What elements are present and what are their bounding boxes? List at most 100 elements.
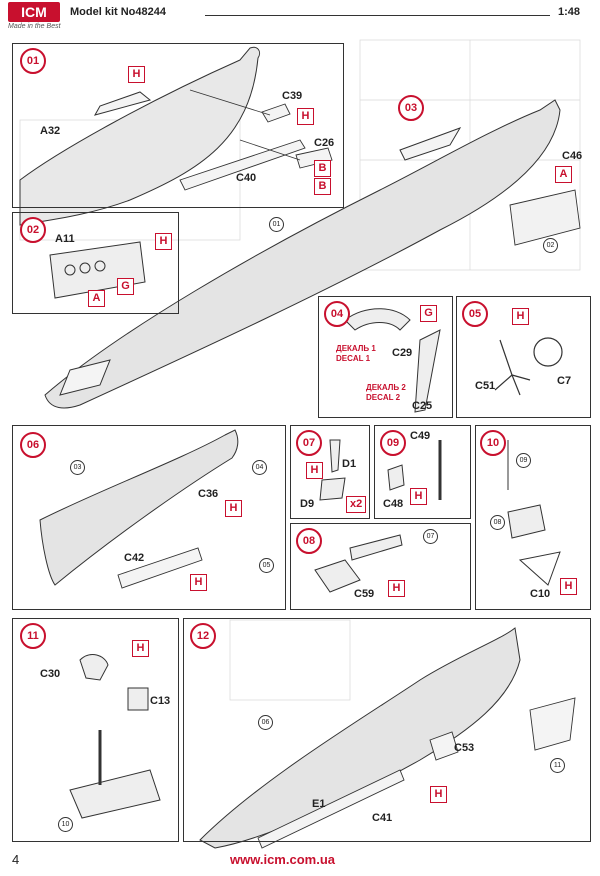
color-callout-h: H [128,66,145,83]
page-number: 4 [12,852,20,867]
panel-step06 [12,425,286,610]
scale-label: 1:48 [558,6,581,18]
color-callout-g: G [420,305,437,322]
sub-assembly-ref-05: 05 [259,558,274,573]
sub-assembly-ref-06: 06 [258,715,273,730]
seat-assembly-step11 [69,654,161,819]
decal-1-label: ДЕКАЛЬ 1 DECAL 1 [336,344,376,364]
seat-d9 [319,439,346,501]
decal-2-label: ДЕКАЛЬ 2 DECAL 2 [366,383,406,403]
panel-step01 [12,43,344,208]
color-callout-h: H [430,786,447,803]
seat-frame-c49 [387,440,442,500]
kit-title: Model kit No48244 [70,6,166,18]
step-number-09: 09 [380,430,406,456]
part-label-a11: A11 [55,233,75,245]
panel-step07 [290,425,370,519]
part-label-c59: C59 [354,588,375,600]
step-number-02: 02 [20,217,46,243]
gunsight-c29 [344,308,441,413]
step-number-10: 10 [480,430,506,456]
color-callout-h: H [388,580,405,597]
color-callout-b: B [314,178,331,195]
panel-step10 [475,425,591,610]
decal-1-ru: ДЕКАЛЬ 1 [336,344,376,353]
rudder-pedals-c42 [117,547,203,589]
decal-2-ru: ДЕКАЛЬ 2 [366,383,406,392]
sub-assembly-ref-08: 08 [490,515,505,530]
color-callout-g: G [117,278,134,295]
color-callout-h: H [512,308,529,325]
step-number-11: 11 [20,623,46,649]
sub-assembly-ref-04: 04 [252,460,267,475]
sub-assembly-ref-03: 03 [70,460,85,475]
part-label-c40: C40 [236,172,257,184]
seat-base-c59 [314,534,403,593]
color-callout-h: H [225,500,242,517]
panel-step12 [183,618,591,842]
fuselage-main [44,99,561,409]
part-label-c42: C42 [124,552,145,564]
color-callout-h: H [410,488,427,505]
color-callout-h: H [155,233,172,250]
step-number-06: 06 [20,432,46,458]
logo-mark: ICM [8,2,60,22]
cockpit-floor-c40 [179,103,333,191]
color-callout-h: H [560,578,577,595]
part-label-c49: C49 [410,430,431,442]
part-label-a32: A32 [40,125,61,137]
part-label-c25: C25 [412,400,433,412]
control-column-c51 [494,337,563,396]
part-label-c39: C39 [282,90,303,102]
sub-assembly-ref-01: 01 [269,217,284,232]
decal-1-en: DECAL 1 [336,354,371,363]
part-label-c48: C48 [383,498,404,510]
panel-step08 [290,523,471,610]
seat-base-c10 [507,440,561,586]
color-callout-b: B [314,160,331,177]
step-number-08: 08 [296,528,322,554]
fuselage-half-left [19,46,261,226]
part-label-c10: C10 [530,588,551,600]
panel-step02 [12,212,179,314]
color-callout-a: A [88,290,105,307]
step-number-07: 07 [296,430,322,456]
part-label-c7: C7 [557,375,572,387]
panel-step11 [12,618,179,842]
step-number-05: 05 [462,301,488,327]
part-label-d1: D1 [342,458,357,470]
color-callout-a: A [555,166,572,183]
panel-step09 [374,425,471,519]
color-callout-h: H [132,640,149,657]
part-label-c41: C41 [372,812,393,824]
sub-assembly-ref-09: 09 [516,453,531,468]
sub-assembly-ref-07: 07 [423,529,438,544]
sub-assembly-ref-02: 02 [543,238,558,253]
part-label-c53: C53 [454,742,475,754]
color-callout-h: H [306,462,323,479]
part-label-c26: C26 [314,137,335,149]
panel-step05 [456,296,591,418]
part-label-c30: C30 [40,668,61,680]
header-divider [205,15,550,16]
icm-logo: ICM Made in the Best [8,2,61,34]
step01-arrows [189,89,301,161]
part-label-c13: C13 [150,695,171,707]
part-label-c51: C51 [475,380,496,392]
part-label-c36: C36 [198,488,219,500]
sub-assembly-ref-10: 10 [58,817,73,832]
step-number-01: 01 [20,48,46,74]
instrument-panel-step03 [509,189,581,246]
quantity-x2-badge: x2 [346,496,367,513]
step-number-03: 03 [398,95,424,121]
color-callout-h: H [190,574,207,591]
part-label-e1: E1 [312,798,326,810]
fuselage-step06 [39,429,239,586]
step12-parts [257,697,576,849]
step-number-12: 12 [190,623,216,649]
decal-2-en: DECAL 2 [366,393,401,402]
sub-assembly-ref-11: 11 [550,758,565,773]
website-link[interactable]: www.icm.com.ua [230,852,335,867]
part-label-c46: C46 [562,150,583,162]
